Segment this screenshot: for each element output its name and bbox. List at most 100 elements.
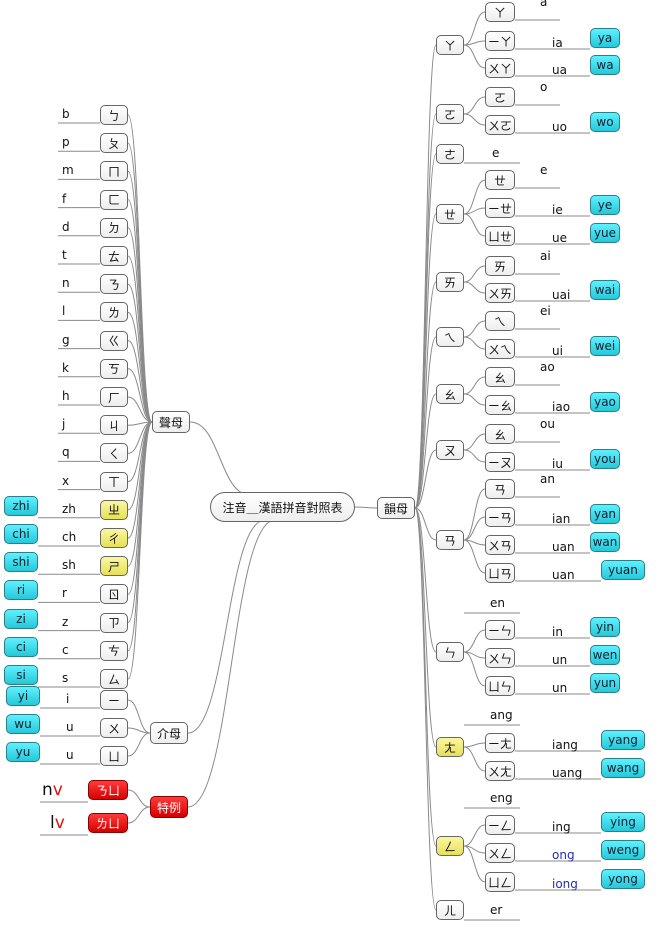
yunmu-group-zhuyin: ㄛ — [436, 104, 464, 124]
shengmu-connector — [127, 421, 153, 680]
yunmu-group-connector — [414, 507, 437, 911]
shengmu-zhuyin: ㄈ — [100, 189, 128, 210]
center-to-teli — [187, 519, 276, 808]
jiemu-pinyin: u — [66, 720, 74, 734]
yunmu-pinyin: uan — [552, 568, 575, 582]
yunmu-pinyin: ua — [552, 63, 567, 77]
shengmu-zhuyin: ㄏ — [100, 387, 128, 407]
yunmu-group-pinyin: e — [492, 146, 500, 160]
shengmu-zhuyin: ㄌ — [100, 302, 128, 323]
yunmu-zhuyin: ㄩㄣ — [485, 676, 515, 696]
yunmu-pinyin: ong — [552, 848, 575, 862]
yunmu-item-connector — [463, 516, 486, 541]
teli-label: lv — [50, 813, 65, 833]
yunmu-zhuyin: ㄧㄠ — [485, 395, 515, 415]
yunmu-group-connector — [414, 507, 437, 748]
yunmu-alt-pinyin: wan — [590, 532, 620, 552]
shengmu-zhuyin: ㄇ — [100, 161, 128, 182]
yunmu-alt-pinyin: yong — [601, 869, 645, 889]
yunmu-item-connector — [463, 336, 486, 350]
shengmu-connector — [127, 114, 153, 423]
yunmu-zhuyin: ㄧㄢ — [485, 507, 515, 527]
yunmu-item-connector — [463, 44, 486, 69]
yunmu-item-connector — [463, 488, 486, 541]
yunmu-group-zhuyin: ㄦ — [436, 900, 464, 920]
yunmu-zhuyin: ㄧㄝ — [485, 198, 515, 218]
shengmu-pinyin: n — [62, 276, 70, 291]
jiemu-connector — [127, 727, 151, 734]
shengmu-zhuyin: ㄊ — [100, 246, 128, 266]
shengmu-connector — [127, 199, 153, 423]
yunmu-zhuyin: ㄩㄢ — [485, 563, 515, 583]
shengmu-pinyin: h — [62, 389, 70, 403]
yunmu-zhuyin: ㄨㄣ — [485, 648, 515, 668]
yunmu-pinyin: ui — [552, 344, 563, 358]
yunmu-alt-pinyin: yao — [590, 392, 620, 412]
jiemu-connector — [127, 732, 151, 757]
shengmu-zhuyin: ㄆ — [100, 133, 128, 154]
shengmu-alt-pinyin: zhi — [4, 495, 38, 516]
teli-connector — [127, 806, 151, 824]
yunmu-zhuyin: ㄧㄤ — [485, 733, 515, 753]
yunmu-pinyin: e — [540, 163, 548, 177]
shengmu-pinyin: j — [62, 417, 66, 432]
yunmu-item-connector — [463, 449, 486, 463]
yunmu-item-connector — [463, 746, 486, 772]
yunmu-zhuyin: ㄧㄣ — [485, 620, 515, 640]
center-to-shengmu — [189, 421, 251, 496]
yunmu-pinyin: iao — [552, 400, 571, 414]
shengmu-pinyin: s — [62, 671, 69, 685]
yunmu-zhuyin: ㄟ — [485, 311, 515, 331]
yunmu-group-zhuyin: ㄠ — [436, 384, 464, 404]
yunmu-pinyin: ei — [540, 304, 551, 318]
yunmu-group-zhuyin: ㄚ — [436, 35, 464, 55]
yunmu-item-connector — [463, 539, 486, 574]
shengmu-pinyin: m — [62, 163, 74, 178]
yunmu-pinyin: un — [552, 653, 568, 667]
yunmu-alt-pinyin: yuan — [601, 560, 645, 580]
teli-connector — [127, 789, 151, 808]
yunmu-alt-pinyin: wo — [590, 112, 620, 132]
shengmu-alt-pinyin: zi — [4, 608, 38, 629]
yunmu-pinyin: uai — [552, 288, 571, 302]
shengmu-pinyin: q — [62, 445, 70, 460]
shengmu-connector — [127, 255, 153, 423]
yunmu-item-connector — [463, 376, 486, 395]
yunmu-group-connector — [414, 44, 437, 509]
shengmu-pinyin: k — [62, 360, 69, 375]
jiemu-alt-pinyin: wu — [6, 714, 40, 734]
teli-hub: 特例 — [150, 796, 188, 818]
yunmu-item-connector — [463, 179, 486, 215]
shengmu-pinyin: f — [62, 191, 67, 206]
yunmu-alt-pinyin: wa — [590, 55, 620, 75]
yunmu-alt-pinyin: wang — [601, 758, 645, 778]
shengmu-alt-pinyin: ri — [4, 580, 38, 601]
yunmu-zhuyin: ㄨㄛ — [485, 115, 515, 135]
yunmu-item-connector — [463, 40, 486, 46]
yunmu-item-connector — [463, 651, 486, 687]
yunmu-group-pinyin: er — [490, 903, 503, 917]
yunmu-alt-pinyin: ya — [590, 28, 620, 48]
yunmu-pinyin: o — [540, 80, 548, 94]
yunmu-zhuyin: ㄨㄚ — [485, 58, 515, 78]
yunmu-group-connector — [414, 507, 437, 541]
shengmu-pinyin: g — [62, 332, 70, 347]
shengmu-hub: 聲母 — [152, 411, 190, 433]
shengmu-pinyin: z — [62, 614, 69, 629]
shengmu-alt-pinyin: si — [4, 665, 38, 685]
yunmu-item-connector — [463, 113, 486, 126]
yunmu-zhuyin: ㄨㄢ — [485, 535, 515, 555]
yunmu-pinyin: uan — [552, 540, 575, 554]
shengmu-zhuyin: ㄕ — [100, 556, 128, 577]
yunmu-group-pinyin: eng — [490, 791, 513, 805]
teli-zhuyin: ㄋㄩ — [88, 780, 128, 800]
yunmu-group-zhuyin: ㄤ — [436, 737, 464, 757]
yunmu-zhuyin: ㄝ — [485, 170, 515, 190]
yunmu-pinyin: ai — [540, 249, 551, 263]
shengmu-zhuyin: ㄑ — [100, 443, 128, 464]
yunmu-item-connector — [463, 96, 486, 115]
center-to-yunmu — [354, 506, 378, 509]
shengmu-alt-pinyin: chi — [4, 524, 38, 544]
yunmu-hub: 韻母 — [377, 497, 415, 519]
yunmu-zhuyin: ㄠ — [485, 424, 515, 444]
